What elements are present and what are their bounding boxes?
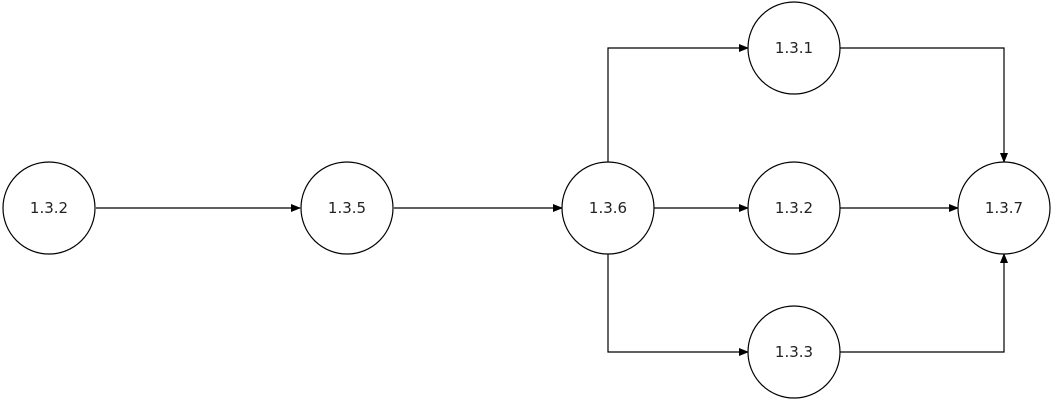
node-n5[interactable]: 1.3.2	[747, 161, 841, 255]
node-n5-label: 1.3.2	[775, 199, 813, 217]
edge-n4-n7	[840, 47, 1008, 163]
node-n1-label: 1.3.2	[30, 199, 68, 217]
node-n7-circle	[957, 161, 1051, 255]
edge-n3-n4	[607, 44, 749, 162]
node-n4-circle	[747, 1, 841, 95]
node-n5-circle	[747, 161, 841, 255]
node-n1-circle	[2, 161, 96, 255]
node-n2[interactable]: 1.3.5	[300, 161, 394, 255]
node-n6-circle	[747, 305, 841, 399]
edge-n6-n7	[840, 253, 1008, 353]
node-n3[interactable]: 1.3.6	[561, 161, 655, 255]
edge-n3-n6	[607, 254, 749, 356]
node-n3-label: 1.3.6	[589, 199, 627, 217]
node-n7[interactable]: 1.3.7	[957, 161, 1051, 255]
node-n4[interactable]: 1.3.1	[747, 1, 841, 95]
node-n6[interactable]: 1.3.3	[747, 305, 841, 399]
node-n2-circle	[300, 161, 394, 255]
node-n4-label: 1.3.1	[775, 39, 813, 57]
edges	[96, 44, 1008, 356]
node-n2-label: 1.3.5	[328, 199, 366, 217]
node-n1[interactable]: 1.3.2	[2, 161, 96, 255]
node-n3-circle	[561, 161, 655, 255]
node-n7-label: 1.3.7	[985, 199, 1023, 217]
node-n6-label: 1.3.3	[775, 343, 813, 361]
